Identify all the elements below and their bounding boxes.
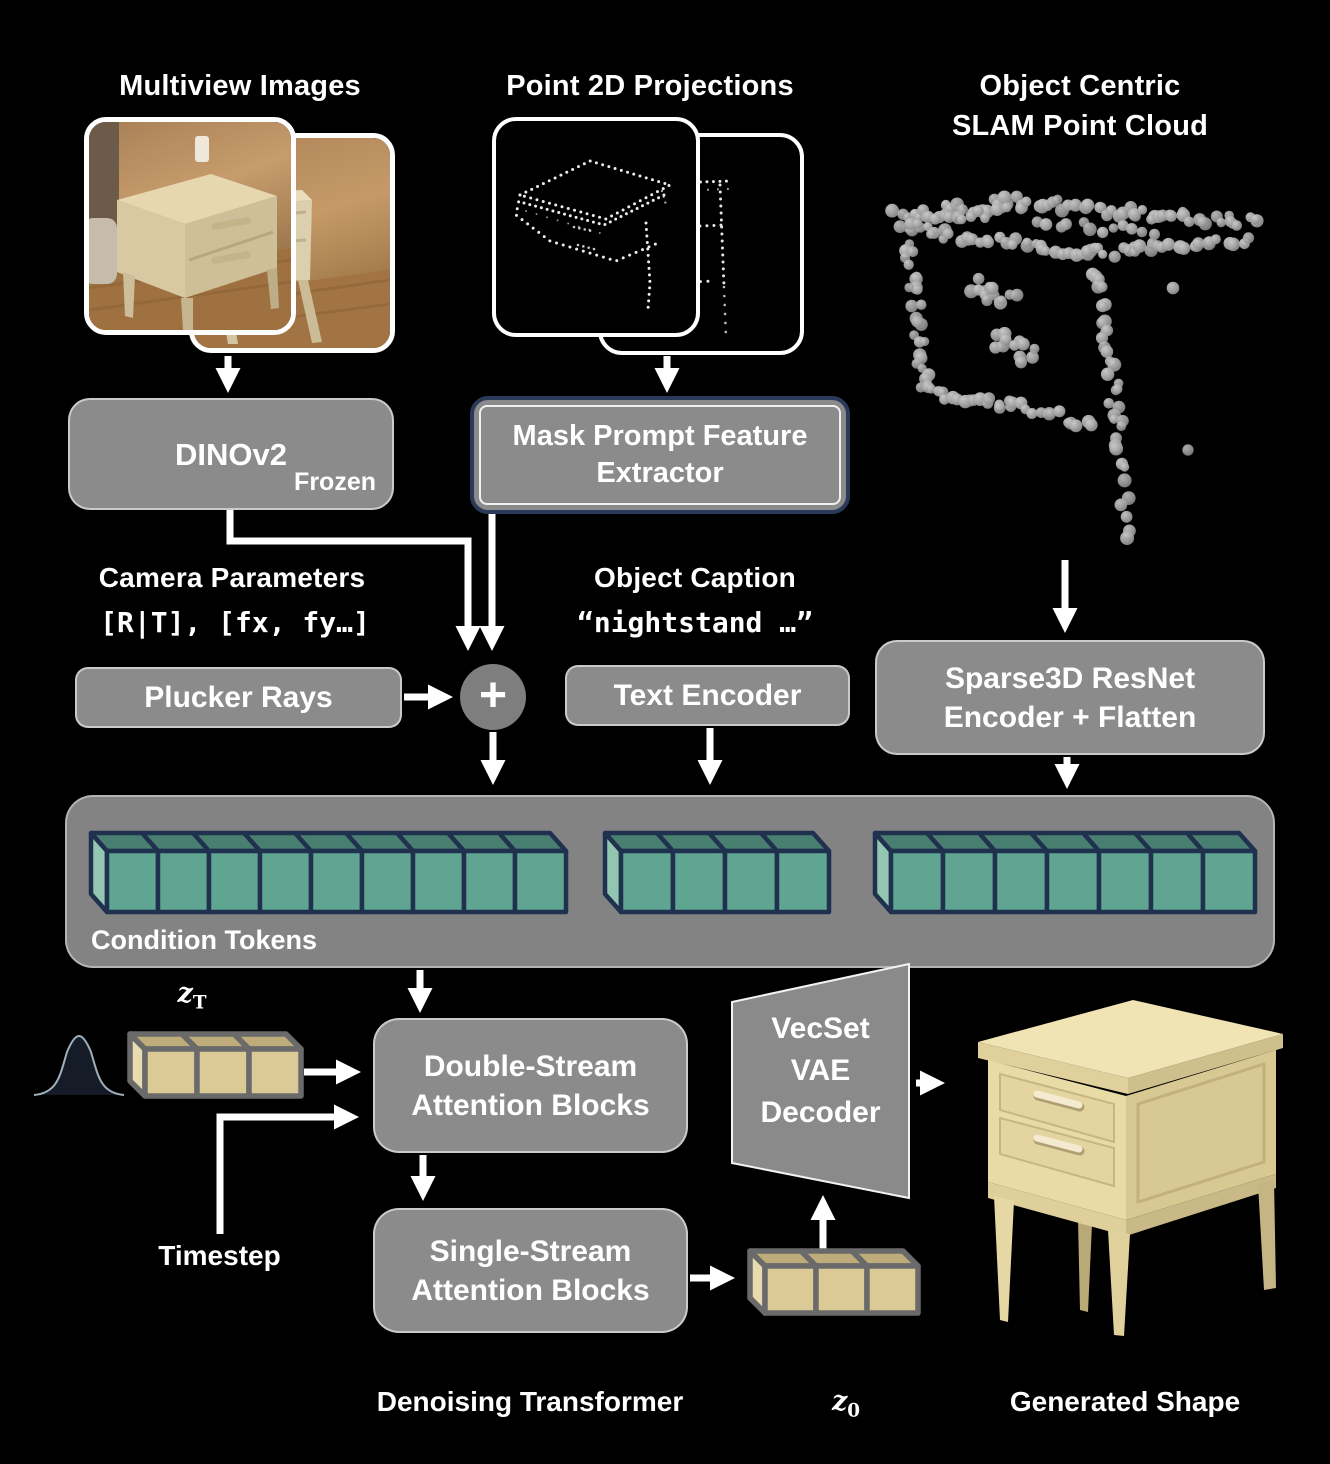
- generated-nightstand-graphic: [978, 1000, 1283, 1336]
- z-0-label: z0: [831, 1386, 861, 1422]
- multiview-title: Multiview Images: [119, 70, 361, 102]
- plus-icon: +: [478, 668, 508, 722]
- arrow-dinov2-to-sum: [226, 510, 481, 651]
- double-stream-label-line1: Double-Stream: [423, 1049, 638, 1083]
- projections-title: Point 2D Projections: [506, 70, 794, 102]
- double-stream-box: Double-Stream Attention Blocks: [373, 1018, 688, 1153]
- token-cubes: [88, 830, 1258, 1316]
- nightstand-photo-1-graphic: [89, 122, 291, 330]
- text-encoder-box: Text Encoder: [565, 665, 850, 726]
- vecset-label-line3: Decoder: [760, 1096, 881, 1129]
- condition-tokens-label: Condition Tokens: [91, 925, 317, 955]
- mask-prompt-box: Mask Prompt Feature Extractor: [470, 396, 850, 514]
- timestep-label: Timestep: [158, 1240, 281, 1271]
- multiview-photo-1: [84, 117, 296, 335]
- z-t-label: zT: [177, 978, 207, 1014]
- generated-shape-caption: Generated Shape: [1009, 1386, 1241, 1417]
- arrow-timestep-to-double: [216, 1104, 359, 1234]
- single-stream-box: Single-Stream Attention Blocks: [373, 1208, 688, 1333]
- plucker-rays-label: Plucker Rays: [144, 681, 333, 714]
- projection-image-1: [492, 117, 700, 337]
- single-stream-label-line1: Single-Stream: [429, 1234, 632, 1268]
- sparse3d-label-line2: Encoder + Flatten: [943, 700, 1197, 734]
- dinov2-label: DINOv2: [175, 436, 287, 472]
- plucker-rays-box: Plucker Rays: [75, 667, 402, 728]
- slam-title-line1: Object Centric: [979, 70, 1181, 102]
- point-projection-1-graphic: [514, 159, 674, 311]
- mask-prompt-label-line1: Mask Prompt Feature: [512, 420, 808, 452]
- camera-params-title: Camera Parameters: [98, 562, 366, 593]
- vecset-decoder-trapezoid: [731, 962, 910, 1200]
- object-caption-code: “nightstand …”: [576, 606, 813, 639]
- single-stream-label-line2: Attention Blocks: [411, 1273, 650, 1307]
- sum-node: +: [460, 664, 526, 730]
- generated-shape-render: [958, 982, 1303, 1342]
- flow-arrows: [215, 356, 1080, 1291]
- denoising-transformer-caption: Denoising Transformer: [376, 1386, 684, 1417]
- sparse3d-box: Sparse3D ResNet Encoder + Flatten: [875, 640, 1265, 755]
- camera-params-code: [R|T], [fx, fy…]: [100, 606, 370, 639]
- vecset-label-line2: VAE: [790, 1054, 851, 1087]
- slam-point-cloud: [885, 190, 1264, 546]
- sparse3d-label-line1: Sparse3D ResNet: [944, 661, 1196, 695]
- text-encoder-label: Text Encoder: [613, 679, 802, 712]
- mask-prompt-label-line2: Extractor: [596, 457, 724, 489]
- object-caption-title: Object Caption: [594, 562, 796, 593]
- dinov2-box: DINOv2 Frozen: [68, 398, 394, 510]
- vecset-label-line1: VecSet: [771, 1012, 870, 1045]
- double-stream-label-line2: Attention Blocks: [411, 1088, 650, 1122]
- frozen-tag: Frozen: [294, 468, 376, 496]
- gaussian-noise-icon: [33, 1034, 125, 1096]
- slam-title-line2: SLAM Point Cloud: [951, 110, 1209, 142]
